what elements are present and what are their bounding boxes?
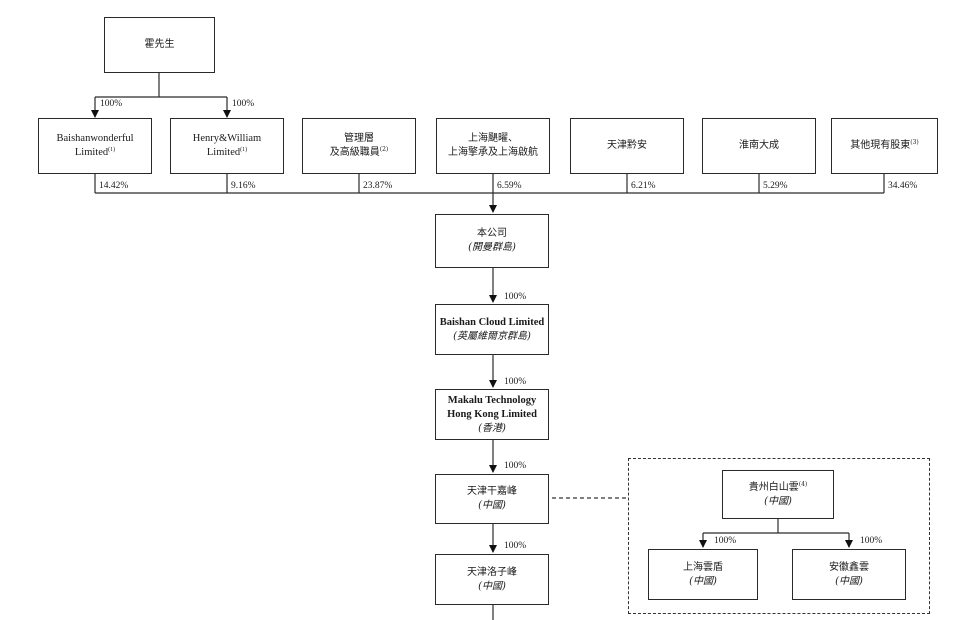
node-management-line2: 及高級職員 [329, 147, 380, 158]
pct-shareholder-2: 9.16% [231, 181, 256, 191]
node-makalu: Makalu Technology Hong Kong Limited (香港) [435, 389, 549, 440]
node-makalu-name-line1: Makalu Technology [447, 394, 537, 406]
footnote-marker: (1) [108, 147, 116, 153]
node-tianjin-luozifeng-name: 天津洛子峰 [467, 566, 517, 578]
pct-shareholder-4: 6.59% [497, 181, 522, 191]
node-makalu-name-line2: Hong Kong Limited [447, 408, 537, 420]
node-guizhou-baishanyun-jurisdiction: (中國) [764, 495, 792, 507]
pct-shareholder-7: 34.46% [888, 181, 918, 191]
pct-chain-1: 100% [504, 292, 527, 302]
node-henry-william: Henry&William Limited(1) [170, 118, 284, 174]
node-anhui-xinyun-name: 安徽鑫雲 [829, 561, 869, 573]
node-tianjin-qianan-label: 天津黔安 [607, 140, 647, 151]
node-other-shareholders: 其他現有股東(3) [831, 118, 938, 174]
node-makalu-jurisdiction: (香港) [478, 422, 506, 434]
node-tianjin-luozifeng-jurisdiction: (中國) [478, 580, 506, 592]
pct-henry-william-100: 100% [232, 99, 255, 109]
node-tianjin-qianan: 天津黔安 [570, 118, 684, 174]
node-henry-william-line2: Limited [206, 147, 241, 158]
pct-chain-3: 100% [504, 461, 527, 471]
pct-anhui-xinyun: 100% [860, 536, 883, 546]
node-tianjin-ganjiafeng-jurisdiction: (中國) [478, 500, 506, 511]
node-baishanwonderful-line2: Limited [74, 147, 109, 158]
node-baishanwonderful: Baishanwonderful Limited(1) [38, 118, 152, 174]
pct-shanghai-yundun: 100% [714, 536, 737, 546]
node-baishan-cloud-jurisdiction: (英屬維爾京群島) [453, 330, 531, 342]
node-company-jurisdiction: (開曼群島) [468, 242, 516, 253]
node-mr-huo-label: 霍先生 [144, 39, 175, 50]
footnote-marker: (3) [910, 139, 919, 146]
pct-shareholder-6: 5.29% [763, 181, 788, 191]
node-tianjin-luozifeng: 天津洛子峰 (中國) [435, 554, 549, 605]
node-guizhou-baishanyun: 貴州白山雲(4) (中國) [722, 470, 834, 519]
vie-group-dashed-border [628, 458, 930, 614]
node-shanghai-yundun-name: 上海雲盾 [683, 561, 723, 573]
pct-shareholder-1: 14.42% [99, 181, 129, 191]
node-shanghai-funds-line1: 上海颶曜、 [468, 133, 518, 144]
node-tianjin-ganjiafeng-name: 天津干嘉峰 [467, 486, 517, 497]
pct-chain-2: 100% [504, 377, 527, 387]
node-huainan-dacheng-label: 淮南大成 [739, 140, 779, 151]
pct-shareholder-3: 23.87% [363, 181, 393, 191]
pct-shareholder-5: 6.21% [631, 181, 656, 191]
node-henry-william-line1: Henry&William [192, 133, 262, 144]
node-guizhou-baishanyun-name: 貴州白山雲 [748, 481, 799, 493]
node-company: 本公司 (開曼群島) [435, 214, 549, 268]
node-company-name: 本公司 [477, 228, 507, 239]
node-huainan-dacheng: 淮南大成 [702, 118, 816, 174]
node-shanghai-yundun-jurisdiction: (中國) [689, 575, 717, 587]
node-other-shareholders-label: 其他現有股東 [850, 140, 911, 151]
node-anhui-xinyun: 安徽鑫雲 (中國) [792, 549, 906, 600]
node-shanghai-yundun: 上海雲盾 (中國) [648, 549, 758, 600]
node-management: 管理層 及高級職員(2) [302, 118, 416, 174]
node-baishanwonderful-line1: Baishanwonderful [56, 133, 134, 144]
footnote-marker: (1) [240, 147, 248, 153]
node-mr-huo: 霍先生 [104, 17, 215, 73]
node-tianjin-ganjiafeng: 天津干嘉峰 (中國) [435, 474, 549, 524]
node-anhui-xinyun-jurisdiction: (中國) [835, 575, 863, 587]
node-shanghai-funds-line2: 上海擎承及上海啟航 [448, 147, 538, 158]
node-management-line1: 管理層 [344, 133, 374, 144]
node-baishan-cloud: Baishan Cloud Limited (英屬維爾京群島) [435, 304, 549, 355]
footnote-marker: (2) [379, 146, 389, 153]
footnote-marker: (4) [798, 480, 808, 488]
node-shanghai-funds: 上海颶曜、 上海擎承及上海啟航 [436, 118, 550, 174]
node-baishan-cloud-name: Baishan Cloud Limited [439, 316, 545, 328]
pct-chain-4: 100% [504, 541, 527, 551]
pct-baishanwonderful-100: 100% [100, 99, 123, 109]
